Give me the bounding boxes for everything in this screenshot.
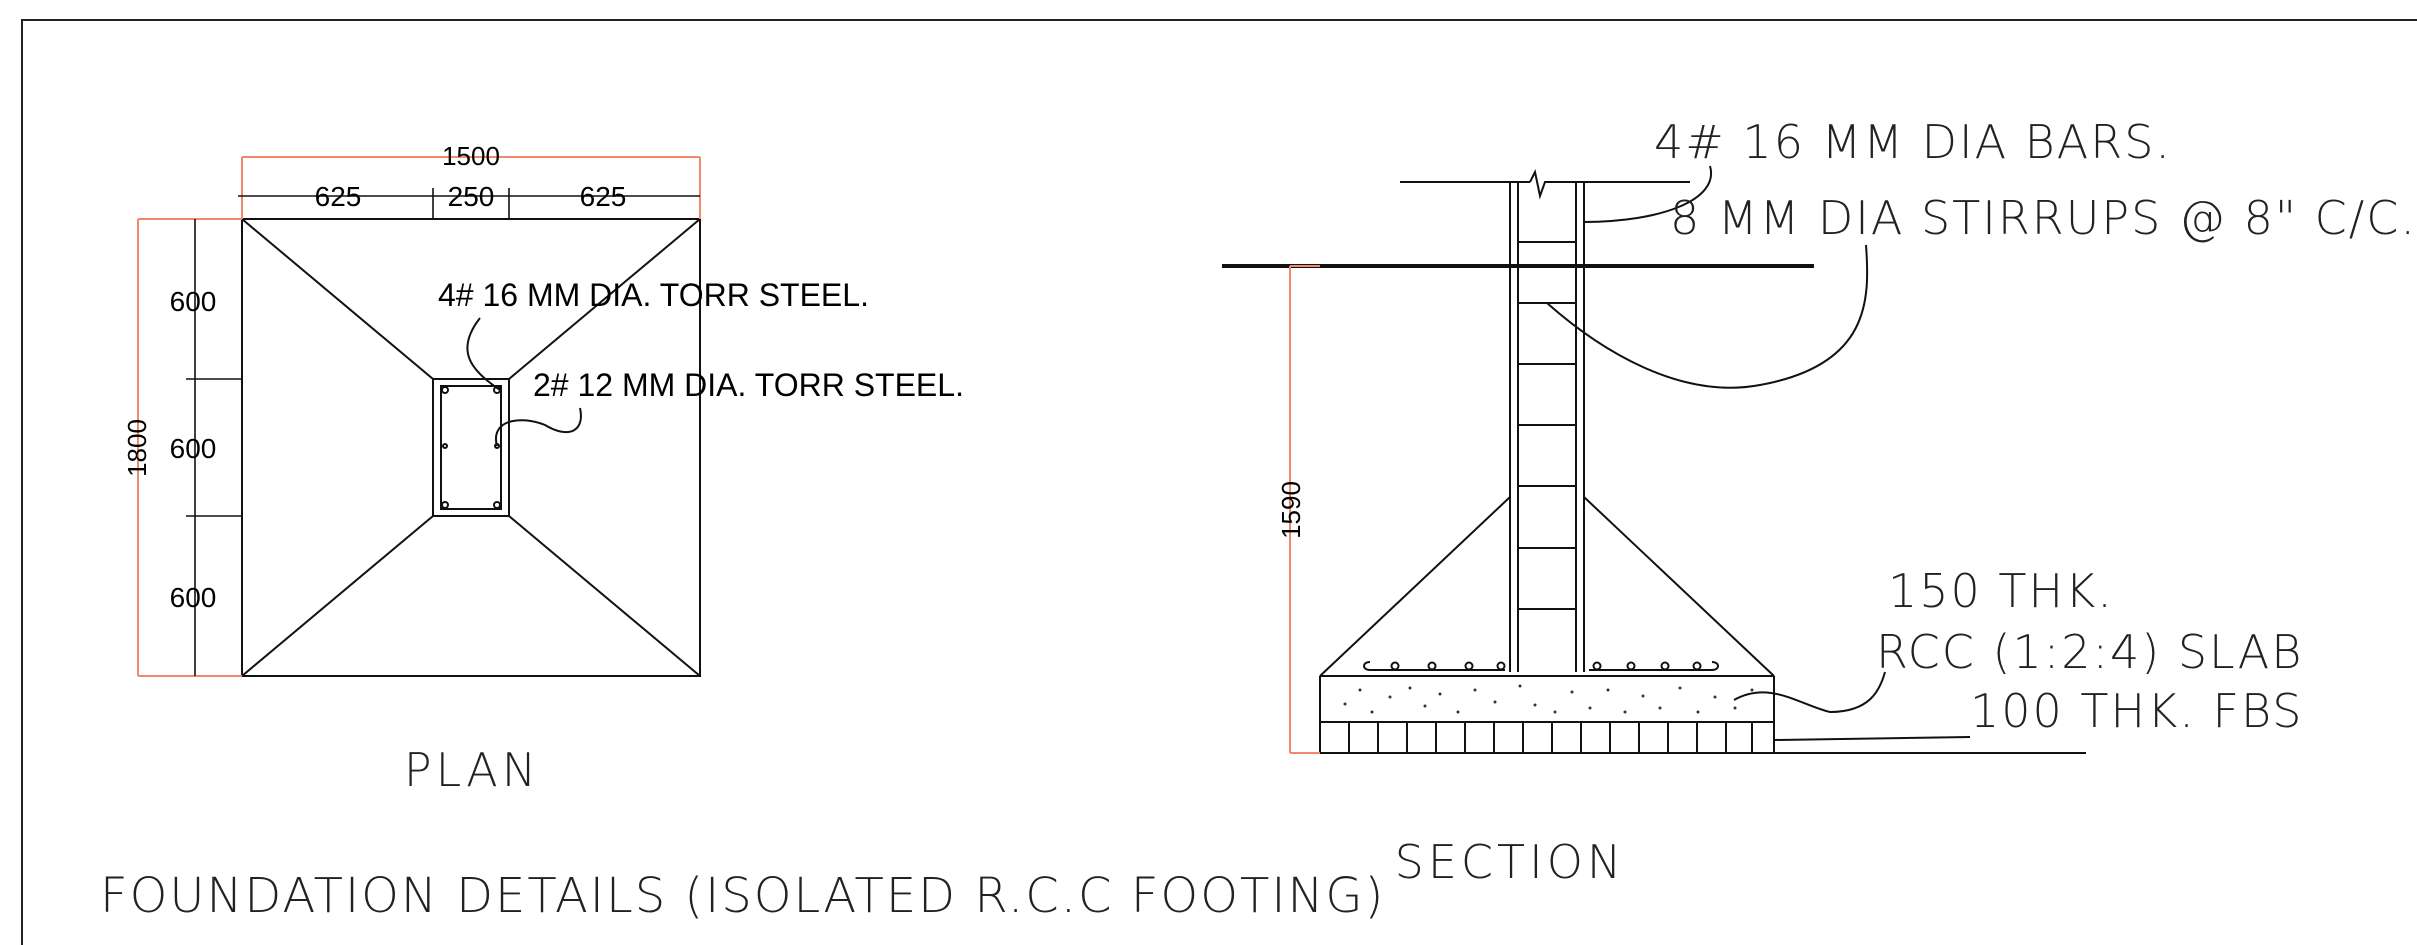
dim-overall-length: 1800 — [122, 419, 152, 477]
plan-bar-dot — [493, 501, 501, 509]
plan-column — [432, 378, 510, 517]
section-footing-slope-left — [1319, 496, 1511, 677]
drawing-title: FOUNDATION DETAILS (ISOLATED R.C.C FOOTI… — [100, 868, 1385, 924]
section-bottom-bar-right — [1589, 661, 1719, 671]
dim-overall-width: 1500 — [442, 141, 500, 171]
section-height-dimension — [1289, 265, 1320, 754]
section-leader-stirrups — [1546, 244, 1869, 389]
plan-diagonal — [241, 218, 434, 380]
section-footing-slope-right — [1583, 496, 1775, 677]
plan-label: PLAN — [404, 743, 540, 797]
plan-diagonal — [241, 515, 434, 677]
note-extra-bars: 2# 12 MM DIA. TORR STEEL. — [533, 367, 964, 403]
plan-column-reinforcement — [440, 385, 502, 510]
dim-section-height: 1590 — [1276, 481, 1306, 539]
note-slab-mix: RCC (1:2:4) SLAB — [1876, 625, 2303, 679]
plan-footing-outline — [241, 218, 701, 677]
plan-diagonal — [508, 515, 701, 677]
plan-bar-dot — [441, 386, 449, 394]
plan-dimensions — [137, 156, 701, 677]
note-main-bars: 4# 16 MM DIA. TORR STEEL. — [438, 277, 869, 313]
plan-leader-main-bars — [466, 317, 501, 391]
note-slab-thk: 150 THK. — [1888, 564, 2114, 618]
dim-column-width: 250 — [448, 181, 495, 212]
plan-dimensions-inner — [186, 188, 700, 676]
section-leader-slab — [1733, 671, 1886, 714]
dim-seg-mid: 600 — [170, 433, 217, 464]
note-fbs: 100 THK. FBS — [1970, 684, 2304, 738]
dim-seg-bottom: 600 — [170, 582, 217, 613]
dim-left-offset: 625 — [315, 181, 362, 212]
plan-view — [241, 218, 701, 677]
dim-right-offset: 625 — [580, 181, 627, 212]
plan-bar-dot — [442, 443, 448, 449]
plan-bar-dot — [441, 501, 449, 509]
section-leader-bars — [1583, 165, 1713, 223]
note-section-bars: 4# 16 MM DIA BARS. — [1654, 115, 2172, 169]
drawing-frame — [21, 19, 2417, 945]
plan-leader-extra-bars — [494, 407, 582, 447]
section-view — [1222, 165, 2086, 754]
section-fbs-bricks — [1348, 722, 1753, 753]
section-concrete-hatch — [1343, 684, 1754, 714]
note-section-stirrups: 8 MM DIA STIRRUPS @ 8" C/C. — [1670, 191, 2417, 245]
section-label: SECTION — [1395, 835, 1626, 889]
dim-seg-top: 600 — [170, 286, 217, 317]
plan-diagonal — [508, 218, 701, 380]
section-bottom-bar-left — [1363, 661, 1505, 671]
